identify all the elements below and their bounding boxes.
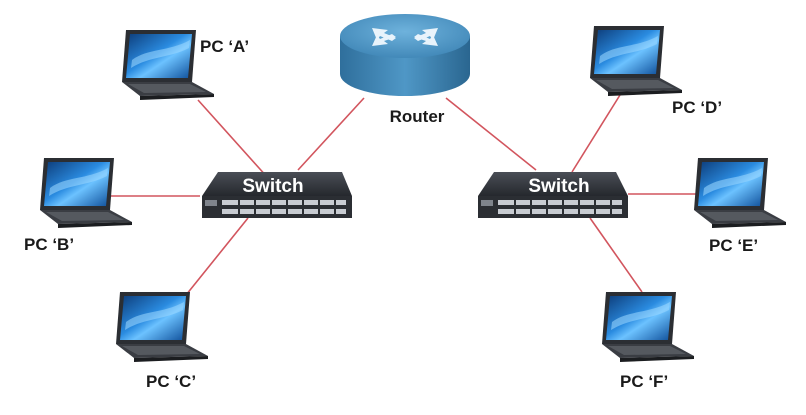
switch-left-label: Switch (242, 176, 303, 197)
laptop-icon (116, 292, 208, 362)
network-switch-icon (478, 172, 628, 218)
pc-c[interactable]: PC ‘C’ (116, 292, 208, 391)
link-switch-right-pc-f (589, 217, 643, 293)
links (110, 94, 700, 301)
router-label: Router (390, 107, 445, 126)
laptop-icon (602, 292, 694, 362)
pc-e[interactable]: PC ‘E’ (694, 158, 786, 255)
laptop-icon (590, 26, 682, 96)
pc-c-label: PC ‘C’ (146, 372, 196, 391)
pc-d-label: PC ‘D’ (672, 98, 722, 117)
link-router-switch-right (445, 97, 537, 171)
switch-left[interactable]: Switch (202, 172, 352, 218)
pc-f-label: PC ‘F’ (620, 372, 668, 391)
pc-a-label: PC ‘A’ (200, 37, 249, 56)
link-switch-left-pc-c (181, 217, 249, 301)
switch-right[interactable]: Switch (478, 172, 628, 218)
router[interactable]: Router (340, 14, 470, 126)
link-switch-right-pc-d (571, 94, 621, 173)
pc-f[interactable]: PC ‘F’ (602, 292, 694, 391)
switch-right-label: Switch (528, 176, 589, 197)
pc-d[interactable]: PC ‘D’ (590, 26, 722, 117)
pc-b-label: PC ‘B’ (24, 235, 74, 254)
link-router-switch-left (297, 97, 365, 171)
link-switch-left-pc-a (197, 99, 269, 179)
router-icon (340, 14, 470, 96)
laptop-icon (40, 158, 132, 228)
pc-e-label: PC ‘E’ (709, 236, 758, 255)
pc-a[interactable]: PC ‘A’ (122, 30, 249, 100)
pc-b[interactable]: PC ‘B’ (24, 158, 132, 254)
laptop-icon (694, 158, 786, 228)
network-switch-icon (202, 172, 352, 218)
